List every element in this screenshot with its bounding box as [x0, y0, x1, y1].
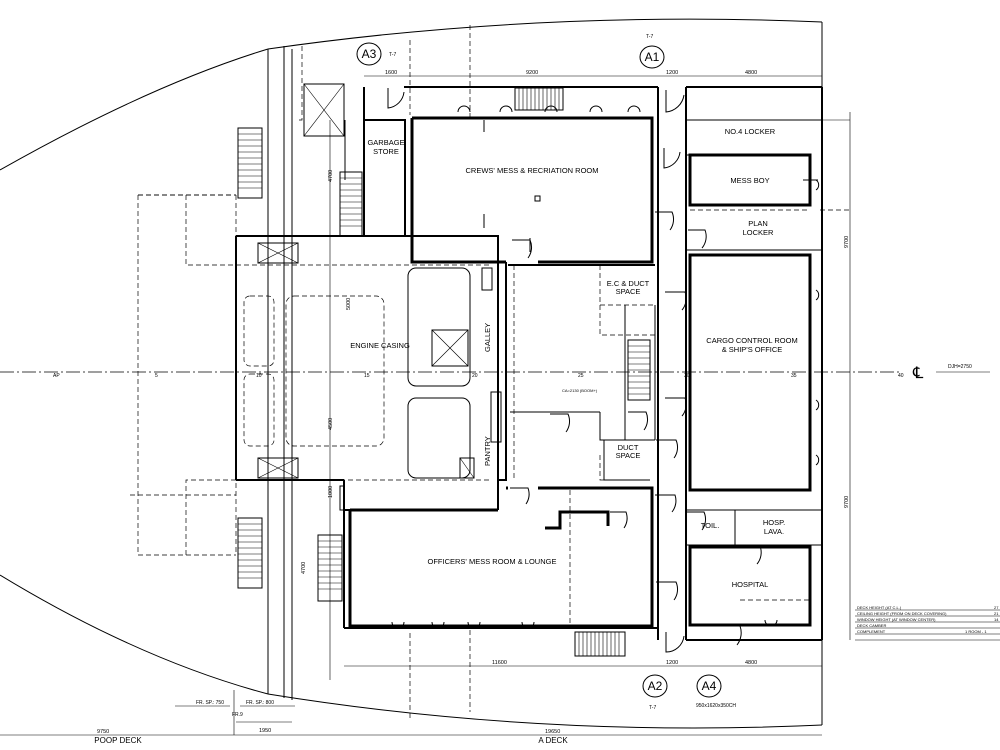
room-officers-mess: OFFICERS' MESS ROOM & LOUNGE	[428, 557, 557, 566]
frame-label: 5	[155, 373, 158, 379]
doors	[387, 88, 818, 653]
dim-left: 4500	[328, 418, 334, 430]
dim-top: 4800	[745, 70, 757, 76]
room-pantry: PANTRY	[483, 436, 492, 466]
stair-officers-bottom	[574, 631, 626, 657]
room-ec-duct-2: SPACE	[616, 287, 641, 296]
room-hospital: HOSPITAL	[732, 580, 769, 589]
frame-numbers: AP 5 10 15 20 25 30 35 40	[53, 373, 904, 379]
windows	[391, 105, 820, 629]
section-marker-a3: A3 T-7	[356, 42, 396, 66]
centerline-symbol: ℄	[912, 365, 924, 382]
engine-casing-shapes	[243, 267, 502, 479]
dimension-lines	[0, 75, 851, 736]
section-id: A2	[648, 679, 663, 693]
dim-deck: 19650	[545, 729, 560, 735]
section-ref: T-7	[389, 52, 396, 58]
dim-deck: 9750	[97, 729, 109, 735]
frame-label: 30	[684, 373, 690, 379]
note-label: COMPLEMENT	[857, 629, 886, 634]
frame-label: 25	[578, 373, 584, 379]
dimension-texts: 1600 9200 1200 4800 11600 1200 4800 9700…	[97, 70, 850, 735]
room-hosp-lava-1: HOSP.	[763, 518, 785, 527]
note-value: 1 ROOM - 1	[965, 629, 987, 634]
a-deck-label: A DECK	[538, 736, 568, 745]
walls	[235, 86, 823, 641]
dim-bottom: 1200	[666, 660, 678, 666]
dim-right: 9700	[844, 236, 850, 248]
room-cargo-control-1: CARGO CONTROL ROOM	[706, 336, 797, 345]
dim-top: 9200	[526, 70, 538, 76]
stair-crews-top	[514, 87, 564, 111]
dim-bottom: 11600	[492, 660, 507, 666]
ca-note: CA=2130 (BOOM+)	[562, 388, 598, 393]
dim-left: 4700	[301, 562, 307, 574]
dim-right: 9700	[844, 496, 850, 508]
section-markers: A3 T-7 A1 T-7 A2 T-7 A4 950x1620x350CH	[356, 34, 736, 711]
stairs	[237, 87, 651, 657]
dim-top: 1200	[666, 70, 678, 76]
room-mess-boy: MESS BOY	[730, 176, 769, 185]
section-id: A1	[645, 50, 660, 64]
room-labels: CREWS' MESS & RECRIATION ROOM GARBAGE ST…	[350, 127, 798, 589]
stair-garbage	[339, 171, 363, 237]
section-marker-a1: A1 T-7	[639, 34, 665, 69]
note-value: 21	[994, 611, 999, 616]
frame-spacing: FR. SP.: 800	[246, 700, 274, 706]
frame-label: 35	[791, 373, 797, 379]
frame-label: 20	[472, 373, 478, 379]
deck-labels: POOP DECK A DECK	[94, 736, 568, 745]
stair-center	[627, 339, 651, 401]
poop-deck-label: POOP DECK	[94, 736, 142, 745]
frame-label: 40	[898, 373, 904, 379]
note-label: DECK HEIGHT (AT C.L.)	[857, 605, 902, 610]
section-ref: 950x1620x350CH	[696, 703, 736, 709]
note-value: 14	[994, 617, 999, 622]
room-galley: GALLEY	[483, 323, 492, 352]
section-id: A3	[362, 47, 377, 61]
centerline: ℄ DJH=2750	[0, 364, 990, 382]
note-label: CEILING HEIGHT (FROM ON DECK COVERING)	[857, 611, 947, 616]
stair-left-upper	[237, 127, 263, 199]
room-engine-casing: ENGINE CASING	[350, 341, 410, 350]
section-ref: T-7	[646, 34, 653, 40]
room-plan-locker-2: LOCKER	[743, 228, 774, 237]
room-toil: TOIL.	[701, 521, 720, 530]
room-crews-mess: CREWS' MESS & RECRIATION ROOM	[466, 166, 599, 175]
section-marker-a2: A2 T-7	[642, 674, 668, 711]
frame-label: AP	[53, 373, 60, 379]
notes-table: DECK HEIGHT (AT C.L.) 27 CEILING HEIGHT …	[855, 605, 1000, 641]
dim-deck: 1950	[259, 728, 271, 734]
note-label: WINDOW HEIGHT (AT WINDOW CENTER)	[857, 617, 936, 622]
note-value: 27	[994, 605, 999, 610]
room-hosp-lava-2: LAVA.	[764, 527, 784, 536]
frame-spacing: FR. SP.: 750	[196, 700, 224, 706]
section-marker-a4: A4 950x1620x350CH	[696, 674, 736, 709]
note-label: DECK CAMBER	[857, 623, 886, 628]
room-cargo-control-2: & SHIP'S OFFICE	[722, 345, 783, 354]
frame-label: 10	[256, 373, 262, 379]
hatches	[257, 83, 475, 479]
room-no4-locker: NO.4 LOCKER	[725, 127, 776, 136]
dim-left: 5000	[346, 298, 352, 310]
dim-left: 1000	[328, 486, 334, 498]
room-garbage-store-1: GARBAGE	[367, 138, 404, 147]
room-ec-duct-1: E.C & DUCT	[607, 279, 650, 288]
room-garbage-store-2: STORE	[373, 147, 399, 156]
dim-top: 1600	[385, 70, 397, 76]
dh-label: DJH=2750	[948, 364, 972, 370]
stair-left-lower	[237, 517, 263, 589]
frame-spacing: FR.9	[232, 712, 243, 718]
room-duct-space-2: SPACE	[616, 451, 641, 460]
interior-marks	[339, 120, 541, 511]
room-duct-space-1: DUCT	[618, 443, 639, 452]
dim-bottom: 4800	[745, 660, 757, 666]
dim-left: 4700	[328, 170, 334, 182]
section-id: A4	[702, 679, 717, 693]
section-ref: T-7	[649, 705, 656, 711]
frame-label: 15	[364, 373, 370, 379]
room-plan-locker-1: PLAN	[748, 219, 768, 228]
